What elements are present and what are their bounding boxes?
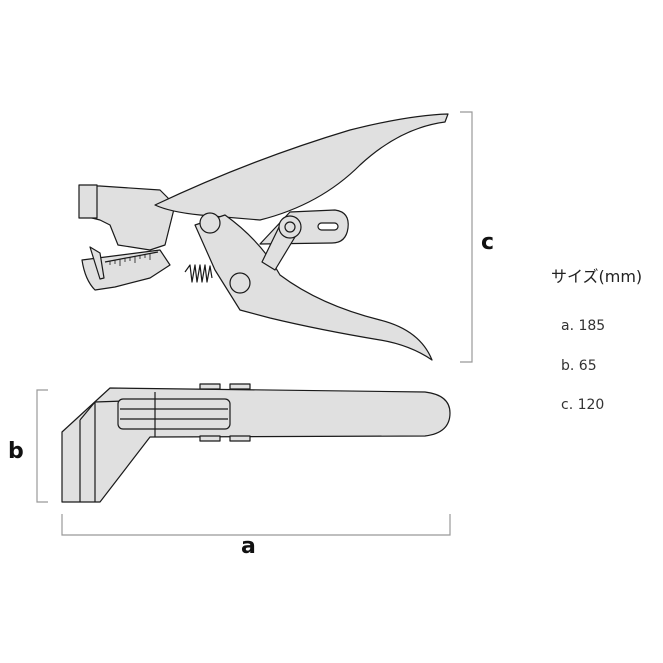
rivet-top-2 xyxy=(229,383,251,390)
rivet-bottom-1 xyxy=(199,435,221,442)
pliers-top-view xyxy=(61,383,451,503)
pivot-lower xyxy=(229,272,251,294)
spec-item-b: b. 65 xyxy=(561,358,597,374)
pivot-link-inner xyxy=(284,221,296,233)
scale-ticks xyxy=(109,253,151,266)
dimension-c-line xyxy=(460,111,473,363)
rivet-bottom-2 xyxy=(229,435,251,442)
dimension-a-label: a xyxy=(241,534,256,559)
rivet-top-1 xyxy=(199,383,221,390)
dimension-b-line xyxy=(36,389,48,503)
pliers-side-view xyxy=(78,113,449,361)
size-spec-title: サイズ(mm) xyxy=(551,267,643,286)
dimension-c-label: c xyxy=(481,230,495,255)
wire-guide xyxy=(89,246,105,280)
upper-handle xyxy=(154,113,449,221)
dimension-b-label: b xyxy=(8,439,24,464)
jaw-cap xyxy=(78,184,98,219)
measuring-scale xyxy=(104,251,159,263)
pivot-upper xyxy=(199,212,221,234)
dimension-a-line xyxy=(61,514,451,536)
dimension-lines xyxy=(36,111,473,536)
grip-pad xyxy=(117,398,231,430)
spec-item-a: a. 185 xyxy=(561,318,606,334)
spring xyxy=(184,264,213,283)
lower-jaw xyxy=(81,249,171,291)
spec-item-c: c. 120 xyxy=(561,397,605,413)
